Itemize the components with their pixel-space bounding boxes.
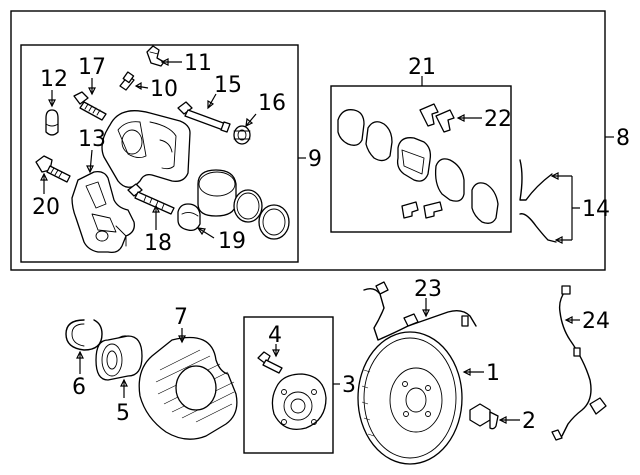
caliper-clip-part	[146, 45, 165, 67]
callout-23: 23	[414, 277, 442, 302]
callout-6: 6	[72, 375, 86, 400]
callout-15: 15	[214, 73, 242, 98]
pin-boot-16-part	[233, 125, 251, 145]
snap-ring-part	[65, 319, 103, 351]
callout-2: 2	[522, 409, 536, 434]
pad-group-box	[330, 85, 512, 233]
callout-5: 5	[116, 401, 130, 426]
caliper-bracket-part	[71, 170, 135, 254]
pad-clips-part	[401, 103, 455, 219]
brake-assembly-frame	[10, 10, 606, 271]
hub-group-box	[243, 316, 334, 454]
caliper-bolt-17-part	[73, 91, 107, 121]
leader-lines	[40, 58, 614, 424]
callout-3: 3	[342, 373, 356, 398]
callout-1: 1	[486, 361, 500, 386]
piston-seal-part	[233, 189, 263, 223]
piston-boot-part	[258, 204, 290, 240]
wheel-hub-part	[271, 373, 327, 431]
callout-7: 7	[174, 305, 188, 330]
brake-hose-part	[363, 281, 477, 341]
bleeder-screw-part	[119, 71, 135, 91]
callout-11: 11	[184, 51, 212, 76]
callout-21: 21	[408, 55, 436, 80]
callout-8: 8	[616, 126, 630, 151]
callout-12: 12	[40, 67, 68, 92]
guide-pin-18-part	[127, 183, 175, 215]
callout-4: 4	[268, 323, 282, 348]
brake-rotor-part	[357, 331, 463, 465]
brake-pads-part	[337, 109, 499, 224]
callout-24: 24	[582, 309, 610, 334]
abs-sensor-part	[551, 285, 607, 441]
bracket-bolt-20-part	[35, 155, 71, 183]
pin-boot-19-part	[177, 203, 201, 232]
callout-19: 19	[218, 229, 246, 254]
caliper-body-part	[101, 110, 191, 188]
callout-17: 17	[78, 55, 106, 80]
wheel-bearing-part	[95, 335, 143, 381]
callout-13: 13	[78, 127, 106, 152]
wheel-stud-part	[257, 351, 283, 374]
callout-18: 18	[144, 231, 172, 256]
caliper-piston-part	[197, 169, 237, 217]
dust-cap-part	[45, 109, 59, 136]
lug-nut-part	[469, 403, 499, 430]
callout-9: 9	[308, 147, 322, 172]
dust-shield-part	[138, 336, 238, 440]
callout-10: 10	[150, 77, 178, 102]
guide-pin-15-part	[177, 101, 231, 133]
callout-14: 14	[582, 197, 610, 222]
callout-16: 16	[258, 91, 286, 116]
caliper-group-box	[20, 44, 299, 263]
callout-22: 22	[484, 107, 512, 132]
wear-sensor-part	[519, 159, 557, 243]
callout-20: 20	[32, 195, 60, 220]
